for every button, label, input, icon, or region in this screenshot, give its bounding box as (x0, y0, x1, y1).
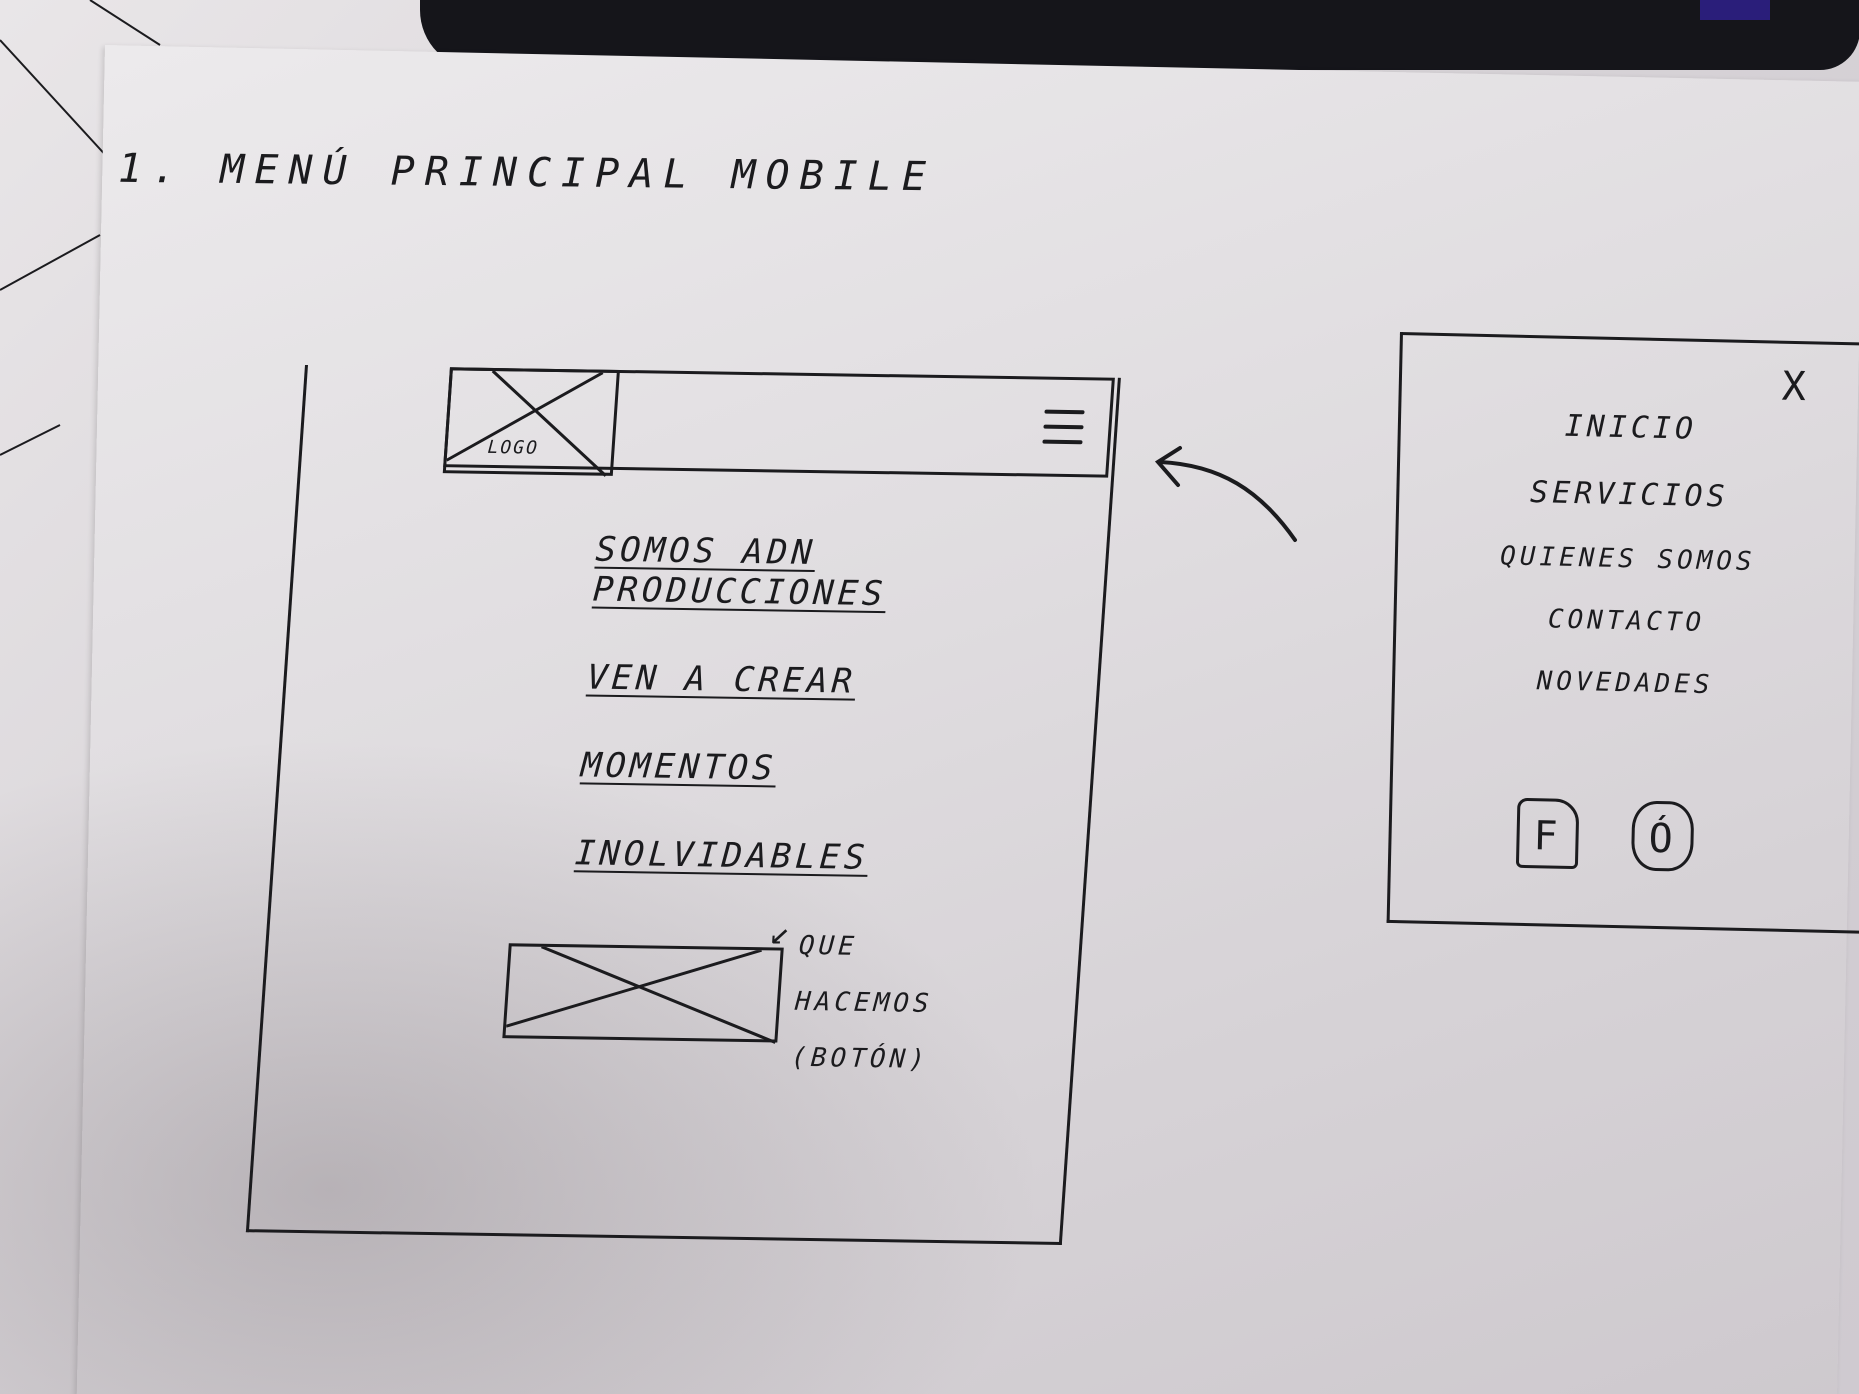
arrow-down-left-icon: ↙ (768, 912, 796, 953)
hamburger-line (1043, 424, 1084, 430)
annotation-line: (Botón) (790, 1042, 930, 1075)
mobile-header: Logo (442, 367, 1115, 478)
menu-item-inicio[interactable]: Inicio (1564, 408, 1698, 447)
logo-label: Logo (486, 436, 540, 459)
what-we-do-button[interactable] (502, 943, 784, 1044)
hamburger-menu-icon[interactable] (1042, 409, 1085, 455)
menu-item-quienes-somos[interactable]: Quienes somos (1499, 541, 1756, 578)
desk-accent-object (1700, 0, 1770, 20)
instagram-icon[interactable]: ó (1630, 800, 1695, 872)
image-placeholder-icon (505, 946, 776, 1044)
hamburger-line (1042, 439, 1083, 445)
annotation-line: Que (797, 930, 859, 962)
sheet-title: 1. Menú principal mobile (117, 145, 937, 201)
logo-placeholder[interactable]: Logo (442, 367, 620, 477)
menu-list: Inicio Servicios Quienes somos Contacto … (1474, 407, 1781, 734)
close-icon[interactable]: X (1781, 363, 1811, 411)
mobile-frame: Logo Somos ADN producciones Ven a crear … (245, 365, 1121, 1245)
annotation-line: hacemos (794, 986, 934, 1019)
menu-item-novedades[interactable]: Novedades (1536, 666, 1714, 701)
hero-text: Somos ADN producciones Ven a crear momen… (570, 530, 1107, 930)
hamburger-line (1044, 409, 1085, 415)
facebook-icon[interactable]: f (1515, 797, 1580, 870)
social-links: f ó (1515, 797, 1743, 873)
menu-panel: X Inicio Servicios Quienes somos Contact… (1386, 332, 1859, 934)
menu-item-servicios[interactable]: Servicios (1529, 474, 1730, 515)
hero-line: inolvidables (573, 833, 870, 878)
menu-item-contacto[interactable]: Contacto (1547, 604, 1706, 638)
hero-line: momentos (579, 745, 779, 789)
image-placeholder-icon (445, 370, 607, 477)
button-annotation: Que hacemos (Botón) (789, 918, 938, 1088)
curved-arrow-icon (1154, 446, 1297, 542)
hero-line: Ven a crear (585, 657, 858, 702)
hero-line: Somos ADN producciones (591, 529, 888, 615)
